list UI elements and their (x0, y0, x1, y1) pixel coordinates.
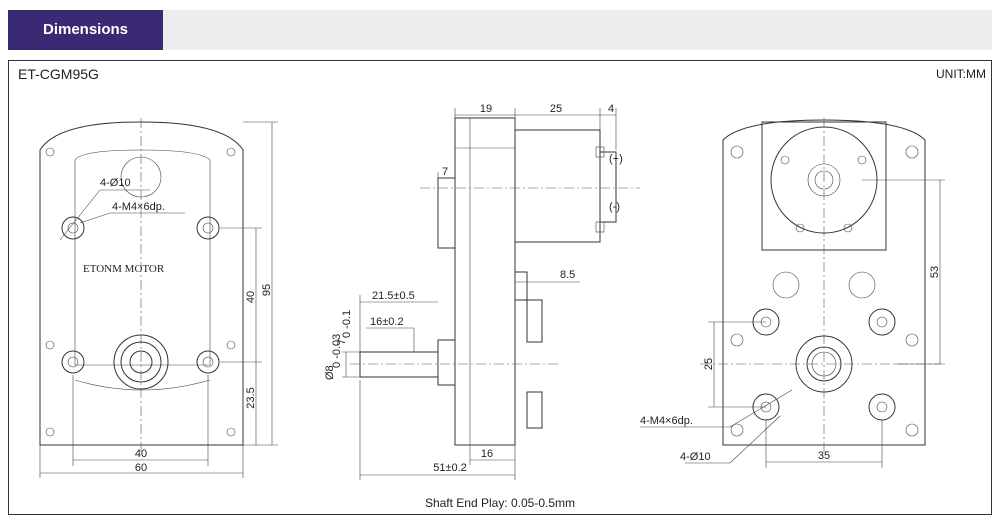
front-view: ETONM MOTOR 4-Ø10 4-M4×6dp. 95 40 23.5 4… (39, 118, 278, 478)
rear-housing-outline (722, 119, 926, 446)
front-corner-screws (45, 147, 236, 437)
rear-view: 53 25 35 4-M4×6dp. 4-Ø10 (640, 118, 945, 468)
side-gearbox-body (454, 117, 516, 446)
rear-thread-label: 4-M4×6dp. (640, 415, 693, 427)
rear-dim-35: 35 (818, 450, 830, 462)
side-boss-top (437, 177, 456, 249)
side-dim-19: 19 (480, 103, 492, 115)
shaft-end-play-caption: Shaft End Play: 0.05-0.5mm (424, 496, 576, 510)
front-mounting-holes (61, 216, 220, 374)
front-height-23-5: 23.5 (245, 387, 257, 408)
rear-corner-screws (730, 145, 919, 437)
side-motor-endcap (599, 151, 617, 223)
side-dim-7: 7 (442, 166, 448, 178)
side-view: (+) (-) 19 25 4 7 8.5 21.5±0.5 16±0.2 Ø (324, 103, 640, 480)
tab-dimensions[interactable]: Dimensions (8, 10, 163, 50)
side-dim-16: 16 (481, 448, 493, 460)
side-dim-21-5: 21.5±0.5 (372, 290, 415, 302)
side-flat-dim: 7 (336, 339, 348, 345)
side-minus-terminal: (-) (609, 201, 620, 213)
section-header-bar (8, 10, 992, 50)
front-housing-outline (39, 121, 244, 446)
side-dim-8-5: 8.5 (560, 269, 575, 281)
side-shaft-dia: Ø8 (324, 365, 336, 380)
side-dim-51: 51±0.2 (433, 462, 467, 474)
side-shaft-tol: 0 -0.03 (331, 334, 343, 368)
rear-holes-dia-label: 4-Ø10 (680, 451, 711, 463)
front-lower-arc (74, 379, 211, 391)
side-plus-terminal: (+) (609, 153, 623, 165)
front-inner-outline (74, 149, 211, 366)
front-height-95: 95 (261, 284, 273, 296)
side-flat-tol: 0 -0.1 (341, 310, 353, 338)
side-dim-25: 25 (550, 103, 562, 115)
side-motor-can (514, 129, 601, 243)
model-number: ET-CGM95G (18, 66, 99, 82)
side-dim-16-02: 16±0.2 (370, 316, 404, 328)
front-height-40: 40 (245, 291, 257, 303)
rear-dim-53: 53 (929, 266, 941, 278)
side-dim-4: 4 (608, 103, 614, 115)
side-output-shaft (359, 351, 439, 378)
front-width-40: 40 (135, 448, 147, 460)
drawing-frame (8, 60, 992, 515)
front-holes-dia-label: 4-Ø10 (100, 177, 131, 189)
brand-text: ETONM MOTOR (83, 263, 165, 275)
front-width-60: 60 (135, 462, 147, 474)
side-shaft-boss (437, 339, 456, 386)
unit-label: UNIT:MM (936, 67, 986, 81)
front-thread-label: 4-M4×6dp. (112, 201, 165, 213)
rear-dim-25: 25 (703, 358, 715, 370)
